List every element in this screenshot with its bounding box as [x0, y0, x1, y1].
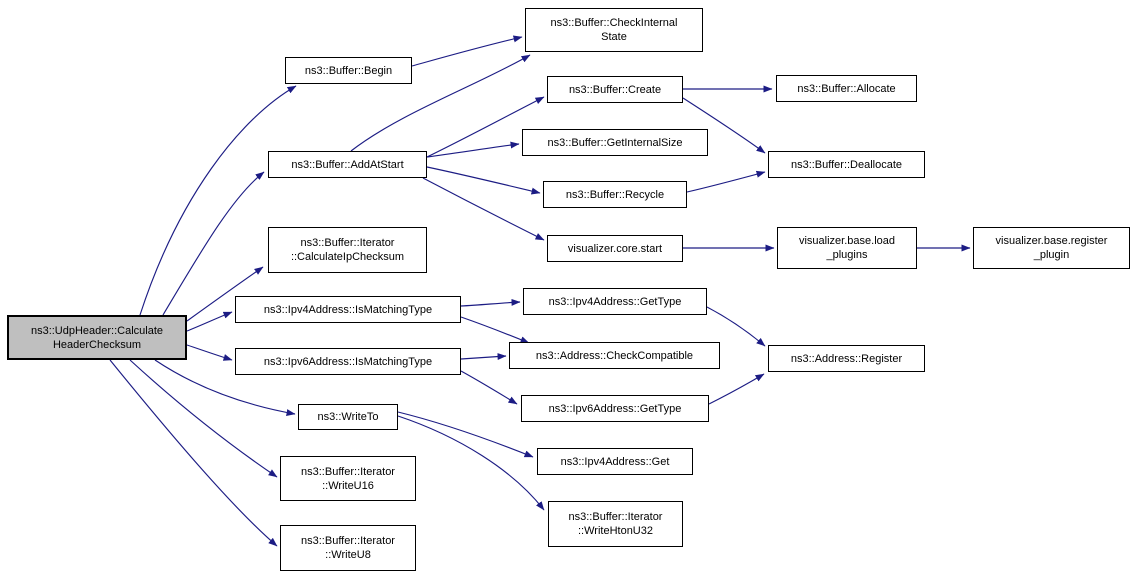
- edge-root-to-ipv4IsMatching: [186, 311, 233, 332]
- node-create[interactable]: ns3::Buffer::Create: [547, 76, 683, 103]
- edge-addAtStart-to-recycle: [426, 166, 541, 195]
- node-register[interactable]: ns3::Address::Register: [768, 345, 925, 372]
- node-label-line: ::CalculateIpChecksum: [290, 251, 405, 263]
- node-calcIpChecksum[interactable]: ns3::Buffer::Iterator::CalculateIpChecks…: [268, 227, 427, 273]
- edge-ipv6IsMatching-to-checkCompatible: [460, 353, 507, 361]
- node-label-line: _plugin: [1033, 249, 1070, 261]
- node-label-line: ns3::Address::Register: [790, 352, 903, 365]
- edge-ipv4GetType-to-register: [706, 306, 766, 347]
- node-addAtStart[interactable]: ns3::Buffer::AddAtStart: [268, 151, 427, 178]
- node-label-line: ns3::WriteTo: [317, 411, 379, 423]
- node-label-line: ns3::Address::CheckCompatible: [535, 349, 694, 362]
- node-loadPlugins[interactable]: visualizer.base.load _plugins: [777, 227, 917, 269]
- node-label-line: ns3::Buffer::Iterator: [568, 511, 663, 523]
- edge-addAtStart-to-getInternalSize: [426, 141, 520, 158]
- node-ipv4IsMatching[interactable]: ns3::Ipv4Address::IsMatchingType: [235, 296, 461, 323]
- edge-addAtStart-to-create: [426, 96, 545, 158]
- node-label-line: _plugins: [826, 249, 868, 261]
- node-label-line: ::WriteU8: [325, 549, 371, 561]
- edge-root-to-calcIpChecksum: [186, 266, 264, 322]
- edge-root-to-ipv6IsMatching: [186, 344, 233, 361]
- node-label-line: ns3::Buffer::Recycle: [565, 188, 665, 201]
- node-label-line: ns3::Ipv4Address::IsMatchingType: [263, 303, 433, 316]
- edge-recycle-to-deallocate: [686, 170, 766, 193]
- node-recycle[interactable]: ns3::Buffer::Recycle: [543, 181, 687, 208]
- node-ipv4GetType[interactable]: ns3::Ipv4Address::GetType: [523, 288, 707, 315]
- node-label-line: ns3::Buffer::Deallocate: [790, 158, 903, 171]
- edge-root-to-writeTo: [154, 359, 296, 416]
- node-ipv4Get[interactable]: ns3::Ipv4Address::Get: [537, 448, 693, 475]
- node-label-line: visualizer.core.start: [567, 242, 663, 255]
- node-label-line: ns3::Ipv6Address::GetType: [548, 402, 682, 415]
- node-label-line: State: [601, 31, 627, 43]
- node-label-line: ns3::Buffer::GetInternalSize: [547, 136, 683, 149]
- node-deallocate[interactable]: ns3::Buffer::Deallocate: [768, 151, 925, 178]
- edge-root-to-addAtStart: [162, 171, 265, 316]
- node-writeHtonU32[interactable]: ns3::Buffer::Iterator::WriteHtonU32: [548, 501, 683, 547]
- node-vcstart[interactable]: visualizer.core.start: [547, 235, 683, 262]
- edge-ipv6GetType-to-register: [708, 373, 765, 405]
- node-ipv6IsMatching[interactable]: ns3::Ipv6Address::IsMatchingType: [235, 348, 461, 375]
- node-label-line: ns3::Buffer::Begin: [304, 64, 393, 77]
- node-label-line: ::WriteHtonU32: [578, 525, 653, 537]
- node-checkCompatible[interactable]: ns3::Address::CheckCompatible: [509, 342, 720, 369]
- node-label-line: HeaderChecksum: [52, 338, 142, 351]
- node-label-line: ns3::Ipv6Address::IsMatchingType: [263, 355, 433, 368]
- node-begin[interactable]: ns3::Buffer::Begin: [285, 57, 412, 84]
- edge-root-to-writeU8: [109, 359, 278, 547]
- node-label-line: ns3::UdpHeader::Calculate: [30, 324, 164, 337]
- node-allocate[interactable]: ns3::Buffer::Allocate: [776, 75, 917, 102]
- node-label-line: ::WriteU16: [322, 479, 374, 492]
- edge-addAtStart-to-checkInternalState: [350, 54, 531, 152]
- node-getInternalSize[interactable]: ns3::Buffer::GetInternalSize: [522, 129, 708, 156]
- edge-create-to-deallocate: [682, 97, 766, 154]
- node-ipv6GetType[interactable]: ns3::Ipv6Address::GetType: [521, 395, 709, 422]
- edge-root-to-begin: [139, 85, 297, 316]
- edge-root-to-writeU16: [129, 359, 278, 478]
- node-writeTo[interactable]: ns3::WriteTo: [298, 404, 398, 430]
- node-label-line: ns3::Ipv4Address::GetType: [548, 295, 682, 308]
- edge-addAtStart-to-vcstart: [422, 177, 545, 241]
- node-label-line: ns3::Buffer::Create: [568, 83, 662, 96]
- node-label-line: ns3::Buffer::Iterator: [301, 535, 395, 547]
- edge-group: [109, 35, 971, 547]
- node-label-line: visualizer.base.load: [798, 235, 895, 247]
- node-label-line: ns3::Ipv4Address::Get: [560, 455, 670, 468]
- node-writeU16[interactable]: ns3::Buffer::Iterator::WriteU16: [280, 456, 416, 501]
- edge-writeTo-to-writeHtonU32: [397, 415, 545, 511]
- node-writeU8[interactable]: ns3::Buffer::Iterator::WriteU8: [280, 525, 416, 571]
- edge-ipv4IsMatching-to-ipv4GetType: [460, 298, 521, 307]
- node-label-line: ns3::Buffer::Iterator: [300, 237, 395, 249]
- edge-writeTo-to-ipv4Get: [397, 411, 534, 458]
- node-registerPlugin[interactable]: visualizer.base.register _plugin: [973, 227, 1130, 269]
- node-label-line: ns3::Buffer::Iterator: [301, 465, 395, 478]
- node-label-line: ns3::Buffer::Allocate: [797, 82, 896, 95]
- node-label-line: visualizer.base.register: [995, 235, 1108, 247]
- edge-ipv6IsMatching-to-ipv6GetType: [460, 370, 518, 405]
- node-label-line: ns3::Buffer::CheckInternal: [550, 17, 678, 29]
- edge-begin-to-checkInternalState: [411, 35, 523, 67]
- node-label-line: ns3::Buffer::AddAtStart: [291, 158, 404, 171]
- edge-ipv4IsMatching-to-checkCompatible: [460, 316, 530, 344]
